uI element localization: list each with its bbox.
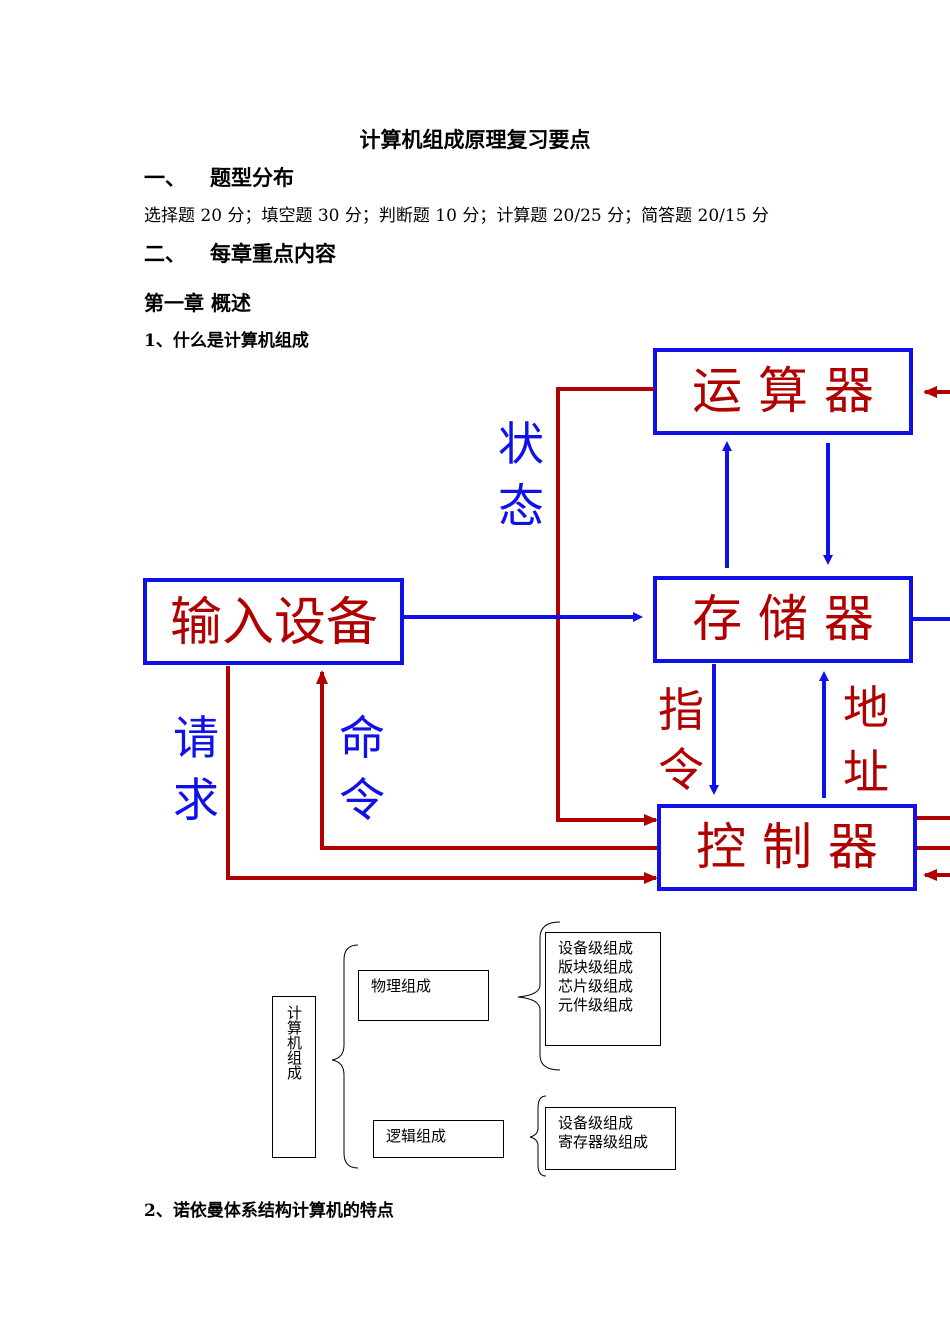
question-2: 2、诺依曼体系结构计算机的特点 (144, 1201, 394, 1221)
state-char-2: 态 (498, 479, 544, 533)
alu-box (653, 348, 913, 435)
memory-box (653, 576, 913, 663)
physical-label: 物理组成 (371, 977, 432, 995)
request-char-1: 请 (173, 711, 219, 765)
physical-box: 物理组成 (358, 970, 489, 1021)
page-title: 计算机组成原理复习要点 (359, 127, 591, 152)
root-box: 计算机组成 (272, 996, 316, 1158)
von-neumann-diagram: 运 算 器 存 储 器 控 制 器 输入设备 状 态 请 求 命 令 指 令 地… (143, 348, 950, 891)
question-distribution: 选择题 20 分；填空题 30 分；判断题 10 分；计算题 20/25 分；简… (144, 206, 769, 226)
physical-item: 版块级组成 (558, 958, 634, 976)
instruction-char-2: 令 (658, 743, 704, 797)
input-box (143, 578, 404, 665)
memory-label: 存 储 器 (692, 590, 874, 648)
command-char-1: 命 (339, 711, 385, 765)
root-label: 计算机组成 (285, 1005, 303, 1080)
control-signal-to-control-line (556, 387, 658, 826)
input-device-label: 输入设备 (170, 593, 378, 653)
physical-item: 元件级组成 (558, 996, 634, 1014)
alu-label: 运 算 器 (692, 362, 874, 420)
chapter-1-heading: 第一章 概述 (144, 291, 251, 315)
state-char-1: 状 (498, 417, 544, 471)
section-2-heading: 二、每章重点内容 (144, 238, 336, 268)
control-label: 控 制 器 (696, 818, 878, 876)
request-line (226, 666, 658, 884)
section-2-label: 每章重点内容 (210, 241, 336, 266)
logical-label: 逻辑组成 (386, 1127, 447, 1145)
logical-item: 寄存器级组成 (558, 1133, 649, 1151)
logical-brace (529, 1095, 547, 1177)
control-box (657, 804, 917, 891)
instruction-char-1: 指 (658, 683, 704, 737)
root-brace (331, 944, 359, 1169)
logical-box: 逻辑组成 (373, 1120, 504, 1158)
command-line (316, 670, 657, 850)
logical-items-box: 设备级组成 寄存器级组成 (545, 1107, 676, 1170)
request-char-2: 求 (173, 773, 219, 827)
command-char-2: 令 (339, 773, 385, 827)
physical-item: 芯片级组成 (558, 977, 634, 995)
address-char-1: 地 (843, 681, 889, 735)
section-1-heading: 一、题型分布 (144, 162, 294, 192)
section-1-number: 一、 (144, 165, 186, 190)
section-2-number: 二、 (144, 241, 186, 266)
physical-item: 设备级组成 (558, 939, 634, 957)
physical-items-box: 设备级组成 版块级组成 芯片级组成 元件级组成 (545, 932, 661, 1046)
logical-item: 设备级组成 (558, 1114, 634, 1132)
section-1-label: 题型分布 (210, 165, 294, 190)
question-1: 1、什么是计算机组成 (144, 331, 309, 351)
address-char-2: 址 (843, 745, 889, 799)
